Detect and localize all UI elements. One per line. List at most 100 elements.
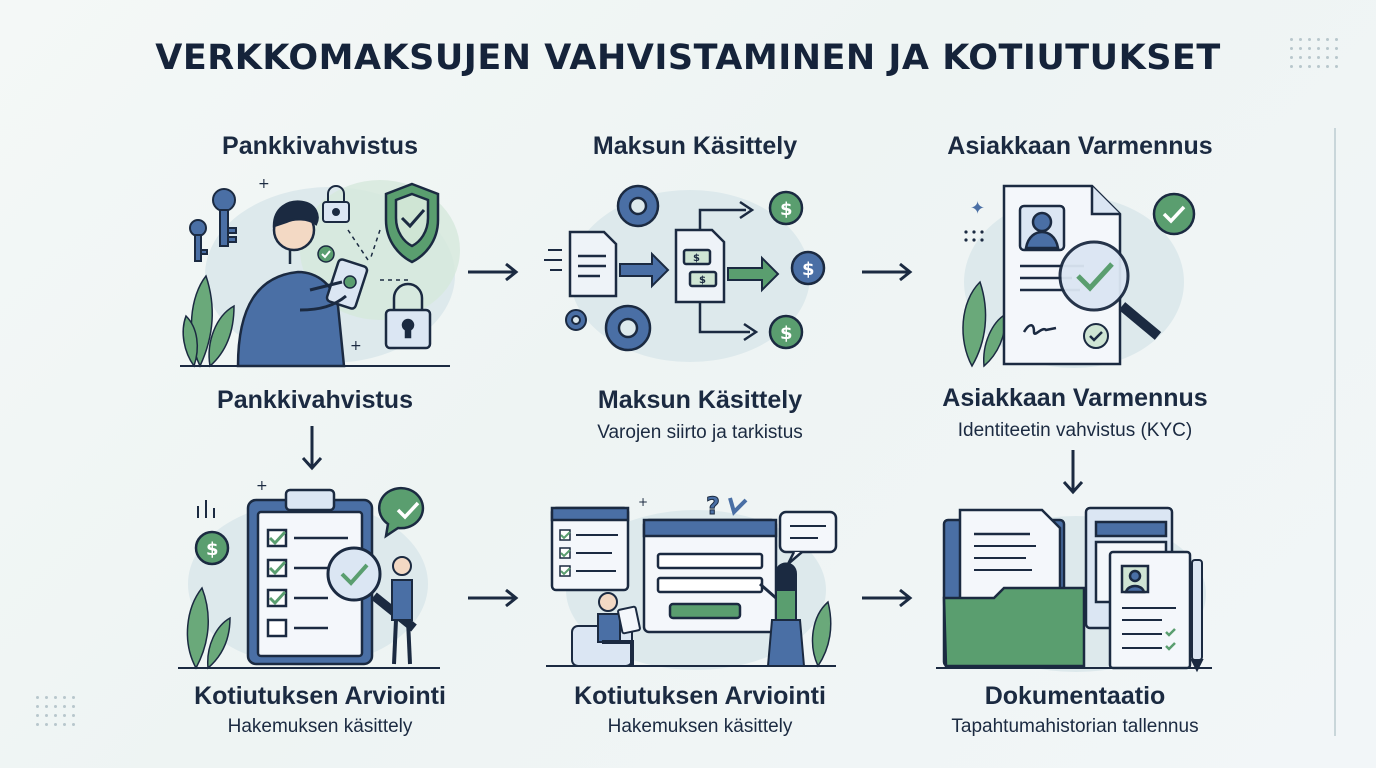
- decor-dot: [1299, 65, 1302, 68]
- decor-dot: [1308, 56, 1311, 59]
- svg-text:$: $: [699, 275, 706, 286]
- arrow-down-icon: [1062, 450, 1084, 495]
- key-icon: [189, 188, 237, 262]
- invoice-document-icon: [674, 228, 726, 304]
- dollar-sign: $: [780, 323, 793, 344]
- svg-text:+: +: [258, 176, 270, 192]
- mid-label-payment: Maksun Käsittely: [597, 386, 803, 414]
- decor-dot: [1299, 56, 1302, 59]
- arrow-right-icon: [468, 588, 519, 608]
- document-icon: [568, 230, 618, 298]
- leaf-decoration: [811, 600, 832, 668]
- checklist-window-icon: [550, 506, 630, 592]
- top-label-customer: Asiakkaan Varmennus: [947, 132, 1213, 160]
- shield-check-icon: [384, 182, 440, 264]
- decor-dot: [45, 723, 48, 726]
- chat-bubble-icon: [778, 510, 838, 565]
- dollar-sign: $: [802, 259, 815, 280]
- chat-check-icon: [378, 486, 425, 539]
- folder-icon: [942, 508, 1086, 668]
- decor-dot: [36, 696, 39, 699]
- decor-dot: [1308, 65, 1311, 68]
- decor-dot: [45, 705, 48, 708]
- decor-dot: [1308, 47, 1311, 50]
- page-title: VERKKOMAKSUJEN VAHVISTAMINEN JA KOTIUTUK…: [155, 38, 1221, 78]
- dollar-sign: $: [206, 539, 219, 560]
- decor-dot: [1335, 38, 1338, 41]
- decor-dot: [1335, 47, 1338, 50]
- mid-sub-customer: Identiteetin vahvistus (KYC): [957, 420, 1193, 441]
- arrow-right-icon: [468, 262, 519, 282]
- decor-dot: [1290, 65, 1293, 68]
- application-processing-illustration: ? +: [546, 492, 838, 670]
- decor-dot: [54, 723, 57, 726]
- decor-dot: [1317, 65, 1320, 68]
- person-figure: [759, 562, 806, 667]
- svg-text:$: $: [693, 253, 700, 264]
- mid-label-bank: Pankkivahvistus: [217, 386, 413, 414]
- browser-window-icon: [642, 518, 778, 634]
- arrow-right-icon: [862, 262, 913, 282]
- person-figure: [571, 592, 641, 667]
- bottom-label-documentation: Dokumentaatio: [984, 682, 1166, 710]
- decor-dot: [1299, 47, 1302, 50]
- decor-dot: [1308, 38, 1311, 41]
- decor-dot: [1326, 65, 1329, 68]
- leaf-decoration: [182, 274, 235, 368]
- decor-dot: [72, 696, 75, 699]
- gear-icon: [604, 304, 652, 352]
- bottom-sub-assessment: Hakemuksen käsittely: [227, 716, 413, 737]
- padlock-icon: [384, 282, 432, 350]
- right-divider-line: [1334, 128, 1336, 736]
- decor-dot: [63, 714, 66, 717]
- customer-verification-illustration: ✦: [962, 184, 1196, 368]
- leaf-decoration: [186, 586, 231, 670]
- mid-label-customer: Asiakkaan Varmennus: [942, 384, 1208, 412]
- payment-processing-illustration: $ $ $ $ $: [544, 184, 826, 362]
- dollar-sign: $: [780, 199, 793, 220]
- check-badge: [1083, 323, 1109, 349]
- gear-icon: [565, 309, 587, 331]
- decor-dot: [1326, 38, 1329, 41]
- check-badge: [317, 245, 335, 263]
- magnifier-icon: [1058, 240, 1162, 340]
- svg-text:+: +: [256, 478, 268, 494]
- decor-dot: [63, 696, 66, 699]
- bottom-sub-documentation: Tapahtumahistorian tallennus: [951, 716, 1199, 737]
- question-mark-icon: ?: [706, 492, 720, 520]
- check-circle-icon: [1152, 192, 1196, 236]
- mid-sub-payment: Varojen siirto ja tarkistus: [597, 422, 803, 443]
- decor-dot: [1317, 47, 1320, 50]
- withdrawal-assessment-illustration: $ +: [178, 478, 440, 670]
- bottom-label-assessment: Kotiutuksen Arviointi: [194, 682, 446, 710]
- decor-dot: [1299, 38, 1302, 41]
- person-figure: [391, 556, 413, 665]
- decor-dot: [54, 714, 57, 717]
- dot-grid-bottom-left: [36, 696, 76, 726]
- decor-dot: [54, 696, 57, 699]
- decor-dot: [72, 705, 75, 708]
- small-lock-icon: [322, 185, 350, 223]
- decor-dot: [1326, 56, 1329, 59]
- decor-dot: [1317, 38, 1320, 41]
- arrow-down-icon: [301, 426, 323, 471]
- decor-dot: [63, 723, 66, 726]
- decor-dot: [72, 714, 75, 717]
- person-figure: [236, 200, 369, 368]
- dollar-coin-icon: [768, 190, 826, 350]
- decor-dot: [45, 714, 48, 717]
- decor-dot: [1290, 47, 1293, 50]
- dollar-coin-icon: [194, 530, 230, 566]
- svg-text:✦: ✦: [970, 198, 985, 219]
- decor-dot: [36, 723, 39, 726]
- document-stack-icon: [1084, 506, 1192, 670]
- bank-verification-illustration: + +: [180, 176, 460, 368]
- decor-dot: [1335, 56, 1338, 59]
- decor-dot: [1317, 56, 1320, 59]
- decor-dot: [63, 705, 66, 708]
- decor-dot: [36, 705, 39, 708]
- arrow-right-icon: [862, 588, 913, 608]
- decor-dot: [1290, 38, 1293, 41]
- dot-grid-top-right: [1290, 38, 1340, 68]
- decor-dot: [45, 696, 48, 699]
